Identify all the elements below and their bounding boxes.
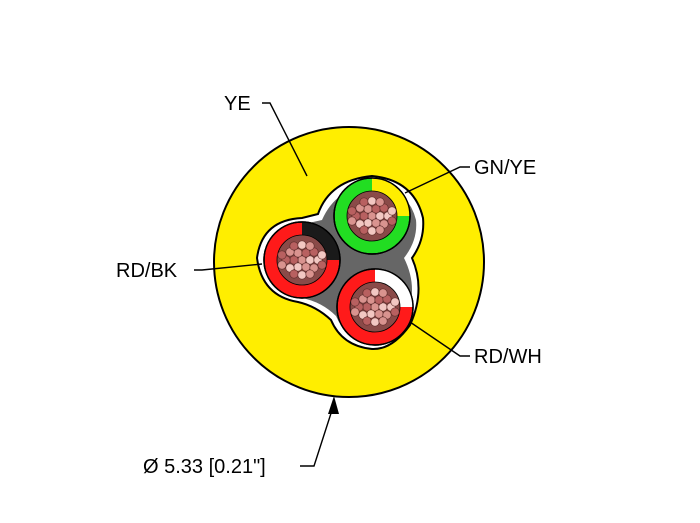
conductor-strand xyxy=(305,241,315,251)
conductor-strand xyxy=(317,250,327,260)
conductor-strand xyxy=(350,297,360,307)
conductor-strand xyxy=(375,225,385,235)
gn-ye-leader-line xyxy=(404,166,470,194)
conductor-strand xyxy=(305,269,315,279)
conductor-strand xyxy=(387,216,397,226)
conductor-strand xyxy=(367,196,377,206)
conductor-strand xyxy=(297,240,307,250)
gn-ye-label: GN/YE xyxy=(474,157,536,179)
conductor-strand xyxy=(277,250,287,260)
conductor-strand xyxy=(289,269,299,279)
jacket-color-label: YE xyxy=(224,93,251,115)
conductor-strand xyxy=(370,287,380,297)
conductor-strand xyxy=(390,297,400,307)
conductor-outline xyxy=(333,177,411,255)
conductor-strand xyxy=(277,260,287,270)
conductor-strand xyxy=(289,241,299,251)
conductor-strand xyxy=(362,316,372,326)
conductor-strand xyxy=(370,317,380,327)
conductor-strand xyxy=(347,216,357,226)
conductor-strand xyxy=(347,206,357,216)
conductor-strand xyxy=(375,197,385,207)
conductor-strand xyxy=(362,288,372,298)
conductor-strand xyxy=(297,270,307,280)
rd-wh-label: RD/WH xyxy=(474,346,542,368)
conductor-strand xyxy=(390,307,400,317)
dimension-leader-line xyxy=(300,403,335,467)
conductor-strand xyxy=(387,206,397,216)
conductor-outline xyxy=(263,221,341,299)
conductor-strand xyxy=(378,316,388,326)
conductor-strand xyxy=(359,197,369,207)
rd-bk-label: RD/BK xyxy=(116,260,178,282)
conductor-strand xyxy=(378,288,388,298)
conductor-strand xyxy=(367,226,377,236)
jacket-leader-line xyxy=(262,102,308,177)
conductor-strand xyxy=(359,225,369,235)
diameter-dimension-label: Ø 5.33 [0.21"] xyxy=(143,456,266,478)
conductor-strand xyxy=(350,307,360,317)
dimension-arrowhead xyxy=(328,396,339,414)
conductor-outline xyxy=(336,268,414,346)
conductor-rd-wh xyxy=(336,268,414,346)
conductor-strand xyxy=(317,260,327,270)
rd-wh-leader-line xyxy=(409,321,470,357)
conductor-rd-bk xyxy=(263,221,341,299)
rd-bk-leader-line xyxy=(194,263,263,271)
conductor-gn-ye xyxy=(333,177,411,255)
